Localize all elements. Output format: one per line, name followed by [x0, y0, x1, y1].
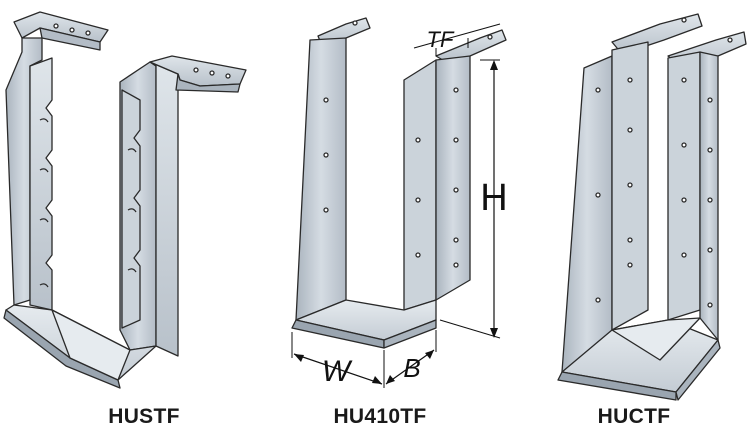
- dimension-w-label: W: [321, 355, 351, 388]
- label-hu410tf: HU410TF: [333, 405, 427, 428]
- huctf-hanger: [557, 13, 747, 401]
- dimension-h-label: H: [480, 177, 508, 219]
- label-huctf: HUCTF: [597, 405, 671, 428]
- hustf-hanger: [3, 11, 247, 389]
- dimension-tf-label: TF: [426, 27, 454, 52]
- dimension-b-label: B: [403, 353, 421, 383]
- hu410tf-hanger: [291, 17, 507, 388]
- label-hustf: HUSTF: [108, 405, 180, 428]
